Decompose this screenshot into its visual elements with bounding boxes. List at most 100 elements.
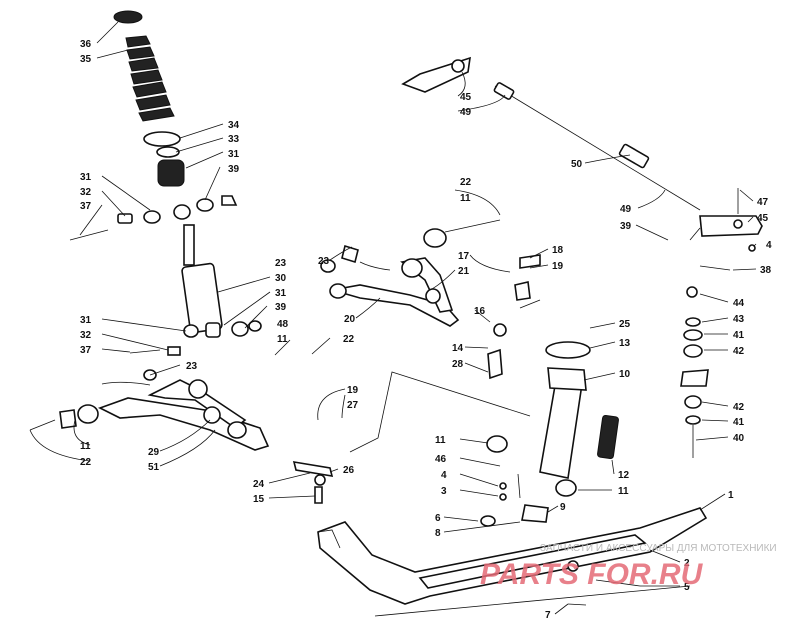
spacer-part — [117, 213, 133, 224]
watermark-brand: PARTS FOR.RU — [480, 558, 704, 591]
callout-50: 50 — [571, 159, 583, 170]
callout-11-spindle: 11 — [435, 435, 446, 446]
leader-lines — [29, 21, 757, 615]
callout-6: 6 — [435, 513, 441, 524]
shock-absorber-assembly — [69, 10, 262, 356]
spring-cap-part — [113, 10, 143, 24]
lower-a-arm-assembly — [29, 369, 334, 504]
callout-21: 21 — [458, 266, 470, 277]
callout-5: 5 — [684, 582, 690, 593]
callout-40: 40 — [733, 433, 745, 444]
spindle-cap-part — [545, 341, 591, 359]
steering-spring-part — [597, 414, 619, 460]
callout-2: 2 — [684, 558, 690, 569]
spindle-part — [539, 379, 583, 479]
callout-31-low: 31 — [80, 315, 92, 326]
callout-37-low: 37 — [80, 345, 92, 356]
wear-bar-part — [374, 585, 691, 617]
end-cap-part — [59, 409, 77, 429]
callout-11-left: 11 — [80, 441, 91, 452]
callout-25: 25 — [619, 319, 631, 330]
callout-4-ski: 4 — [441, 470, 447, 481]
callout-33: 33 — [228, 134, 240, 145]
callout-31: 31 — [228, 149, 240, 160]
steering-arm-bottom-part — [699, 215, 763, 237]
callout-41-bottom: 41 — [733, 417, 745, 428]
callout-11-mid: 11 — [277, 334, 288, 345]
callout-47: 47 — [757, 197, 769, 208]
callout-42-bottom: 42 — [733, 402, 745, 413]
callout-51: 51 — [148, 462, 160, 473]
tie-rod-end-part — [292, 461, 334, 477]
upper-a-arm-part — [331, 284, 460, 327]
callout-44: 44 — [733, 298, 745, 309]
callout-23-low: 23 — [186, 361, 198, 372]
callout-3: 3 — [441, 486, 447, 497]
callout-28: 28 — [452, 359, 464, 370]
callout-39: 39 — [228, 164, 240, 175]
callout-13: 13 — [619, 338, 631, 349]
callout-24: 24 — [253, 479, 265, 490]
upper-bushing-part — [173, 204, 191, 220]
callout-4-right: 4 — [766, 240, 772, 251]
callout-38: 38 — [760, 265, 772, 276]
lower-a-arm-part — [97, 397, 270, 451]
spindle-assembly — [480, 254, 619, 527]
callout-39-right: 39 — [620, 221, 632, 232]
callout-34: 34 — [228, 120, 240, 131]
callout-31-mid: 31 — [275, 288, 287, 299]
callout-45-right: 45 — [757, 213, 769, 224]
callout-31-left: 31 — [80, 172, 92, 183]
steering-cable-assembly — [401, 56, 763, 458]
callout-7: 7 — [545, 610, 551, 621]
callout-8: 8 — [435, 528, 441, 539]
spring-seat-part — [143, 131, 181, 147]
callout-36: 36 — [80, 39, 92, 50]
shock-rod-part — [183, 224, 195, 266]
bolt-part — [69, 229, 109, 241]
coil-spring-part — [125, 35, 175, 122]
callout-17: 17 — [458, 251, 470, 262]
callout-26: 26 — [343, 465, 355, 476]
callout-22-left: 22 — [80, 457, 92, 468]
nut-part — [221, 195, 238, 206]
callout-16: 16 — [474, 306, 486, 317]
callout-49-mid: 49 — [620, 204, 632, 215]
bump-stop-part — [157, 159, 185, 187]
callout-37-left: 37 — [80, 201, 92, 212]
callout-20: 20 — [344, 314, 356, 325]
callout-35: 35 — [80, 54, 92, 65]
ski-assembly — [317, 507, 708, 617]
watermark-caption: ЗАПЧАСТИ И АКСЕССУАРЫ ДЛЯ МОТОТЕХНИКИ — [540, 543, 777, 554]
callout-labels: 36 35 34 33 31 39 31 32 37 30 31 39 23 3… — [80, 39, 772, 621]
callout-45-top: 45 — [460, 92, 472, 103]
lower-washer-part — [231, 321, 249, 337]
callout-39-mid: 39 — [275, 302, 287, 313]
callout-19-right: 19 — [552, 261, 564, 272]
upper-a-arm-assembly — [320, 219, 501, 327]
callout-22-top: 22 — [460, 177, 472, 188]
callout-14: 14 — [452, 343, 464, 354]
seat-ring-part — [156, 146, 180, 158]
callout-43: 43 — [733, 314, 745, 325]
callout-46: 46 — [435, 454, 447, 465]
tie-rod-part — [349, 371, 531, 453]
callout-11-top: 11 — [460, 193, 471, 204]
callout-32-left: 32 — [80, 187, 92, 198]
callout-48: 48 — [277, 319, 289, 330]
watermark: ЗАПЧАСТИ И АКСЕССУАРЫ ДЛЯ МОТОТЕХНИКИ PA… — [480, 543, 777, 591]
callout-23-arm: 23 — [318, 256, 330, 267]
washer-part — [143, 210, 161, 224]
callout-27: 27 — [347, 400, 359, 411]
callout-42-top: 42 — [733, 346, 745, 357]
callout-19-left: 19 — [347, 385, 359, 396]
ski-part — [317, 507, 708, 605]
callout-1: 1 — [728, 490, 734, 501]
callout-15: 15 — [253, 494, 265, 505]
callout-18: 18 — [552, 245, 564, 256]
callout-29: 29 — [148, 447, 160, 458]
washer-part-right — [196, 198, 214, 212]
callout-49-top: 49 — [460, 107, 472, 118]
